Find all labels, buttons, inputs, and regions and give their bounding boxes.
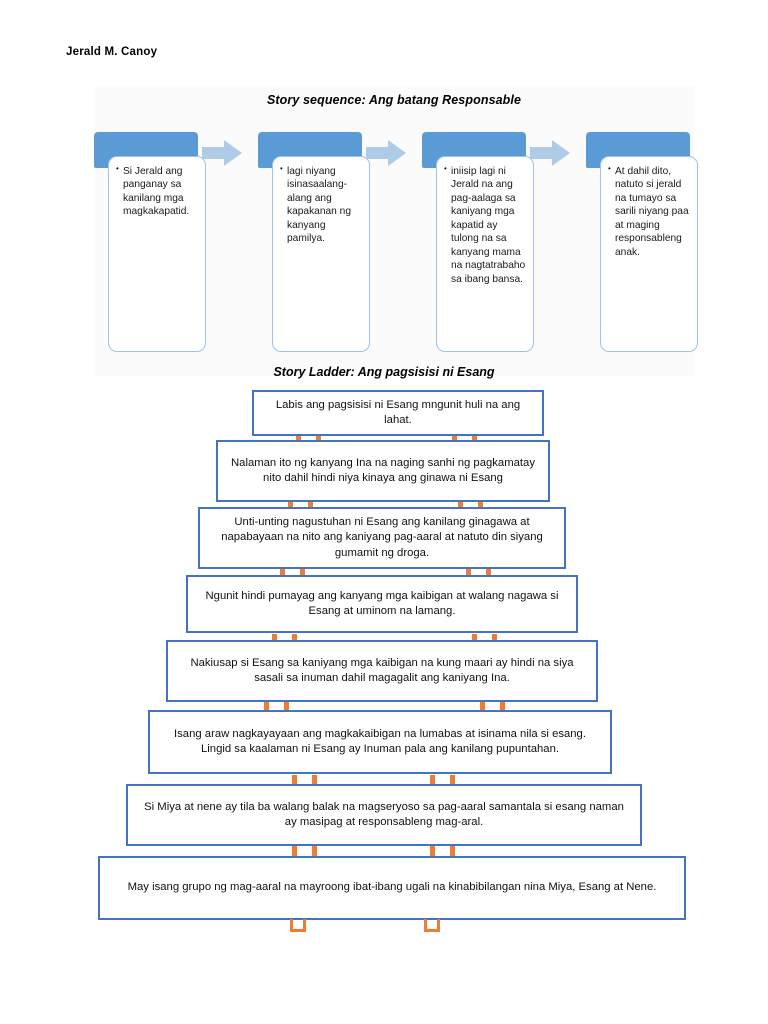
ladder-rail-right-4 [478, 500, 483, 510]
sequence-step-1-text: Si Jerald ang panganay sa kanilang mga m… [116, 164, 199, 219]
ladder-rail-right-6 [486, 568, 491, 578]
ladder-rail-left-14 [312, 846, 317, 856]
ladder-rail-left-9 [264, 702, 269, 712]
ladder-rung-6: Isang araw nagkayayaan ang magkakaibigan… [148, 710, 612, 774]
ladder-rail-right-1 [452, 434, 457, 444]
ladder-rail-left-1 [296, 434, 301, 444]
sequence-step-3: iniisip lagi ni Jerald na ang pag-aalaga… [422, 132, 542, 372]
ladder-rail-right-5 [466, 568, 471, 578]
sequence-step-3-text: iniisip lagi ni Jerald na ang pag-aalaga… [444, 164, 527, 286]
ladder-rung-1-text: Labis ang pagsisisi ni Esang mngunit hul… [275, 398, 521, 426]
ladder-rail-right-9 [480, 702, 485, 712]
ladder-rung-1: Labis ang pagsisisi ni Esang mngunit hul… [252, 390, 544, 436]
ladder-rung-7-text: Si Miya at nene ay tila ba walang balak … [144, 800, 624, 828]
ladder-rail-right-10 [500, 702, 505, 712]
ladder-rail-right-11 [430, 775, 435, 785]
ladder-rail-left-12 [312, 775, 317, 785]
ladder-rung-7: Si Miya at nene ay tila ba walang balak … [126, 784, 642, 846]
sequence-arrow-1-icon [202, 140, 244, 166]
ladder-rail-left-10 [284, 702, 289, 712]
story-sequence-title: Story sequence: Ang batang Responsable [266, 93, 522, 107]
ladder-rail-left-5 [280, 568, 285, 578]
sequence-step-1-body: Si Jerald ang panganay sa kanilang mga m… [108, 156, 206, 352]
ladder-rung-3: Unti-unting nagustuhan ni Esang ang kani… [198, 507, 566, 569]
ladder-rail-left-3 [288, 500, 293, 510]
ladder-rail-right-3 [458, 500, 463, 510]
ladder-rail-right-2 [472, 434, 477, 444]
sequence-step-2: lagi niyang isinasaalang-alang ang kapak… [258, 132, 378, 372]
ladder-rung-4: Ngunit hindi pumayag ang kanyang mga kai… [186, 575, 578, 633]
ladder-rail-right-14 [450, 846, 455, 856]
ladder-rail-right-7 [472, 634, 477, 644]
ladder-rung-4-text: Ngunit hindi pumayag ang kanyang mga kai… [205, 589, 559, 617]
ladder-rail-left-13 [292, 846, 297, 856]
story-ladder-title: Story Ladder: Ang pagsisisi ni Esang [273, 365, 495, 379]
author-name: Jerald M. Canoy [66, 46, 158, 58]
sequence-step-3-body: iniisip lagi ni Jerald na ang pag-aalaga… [436, 156, 534, 352]
sequence-step-4-body: At dahil dito, natuto si jerald na tumay… [600, 156, 698, 352]
ladder-rail-left-7 [272, 634, 277, 644]
ladder-rung-2-text: Nalaman ito ng kanyang Ina na naging san… [231, 456, 535, 484]
ladder-rail-left-8 [292, 634, 297, 644]
ladder-rail-left-11 [292, 775, 297, 785]
ladder-rung-5-text: Nakiusap si Esang sa kaniyang mga kaibig… [190, 656, 574, 684]
story-sequence-steps: Si Jerald ang panganay sa kanilang mga m… [94, 132, 698, 372]
ladder-rung-5: Nakiusap si Esang sa kaniyang mga kaibig… [166, 640, 598, 702]
ladder-rail-right-8 [492, 634, 497, 644]
ladder-rung-6-text: Isang araw nagkayayaan ang magkakaibigan… [174, 727, 586, 755]
sequence-arrow-3-icon [530, 140, 572, 166]
ladder-rail-left-2 [316, 434, 321, 444]
ladder-rung-8-text: May isang grupo ng mag-aaral na mayroong… [127, 881, 657, 894]
ladder-rung-8: May isang grupo ng mag-aaral na mayroong… [98, 856, 686, 920]
sequence-step-2-body: lagi niyang isinasaalang-alang ang kapak… [272, 156, 370, 352]
sequence-step-4: At dahil dito, natuto si jerald na tumay… [586, 132, 706, 372]
sequence-step-2-text: lagi niyang isinasaalang-alang ang kapak… [280, 164, 363, 246]
ladder-foot-right [424, 919, 440, 932]
sequence-step-4-text: At dahil dito, natuto si jerald na tumay… [608, 164, 691, 259]
story-sequence-section: Story sequence: Ang batang Responsable S… [94, 86, 698, 376]
ladder-foot-left [290, 919, 306, 932]
story-ladder-section: Labis ang pagsisisi ni Esang mngunit hul… [0, 390, 768, 970]
ladder-rail-left-6 [300, 568, 305, 578]
ladder-rail-left-4 [308, 500, 313, 510]
ladder-rail-right-13 [430, 846, 435, 856]
sequence-arrow-2-icon [366, 140, 408, 166]
ladder-rung-2: Nalaman ito ng kanyang Ina na naging san… [216, 440, 550, 502]
ladder-rail-right-12 [450, 775, 455, 785]
sequence-step-1: Si Jerald ang panganay sa kanilang mga m… [94, 132, 214, 372]
ladder-rung-3-text: Unti-unting nagustuhan ni Esang ang kani… [221, 516, 543, 559]
